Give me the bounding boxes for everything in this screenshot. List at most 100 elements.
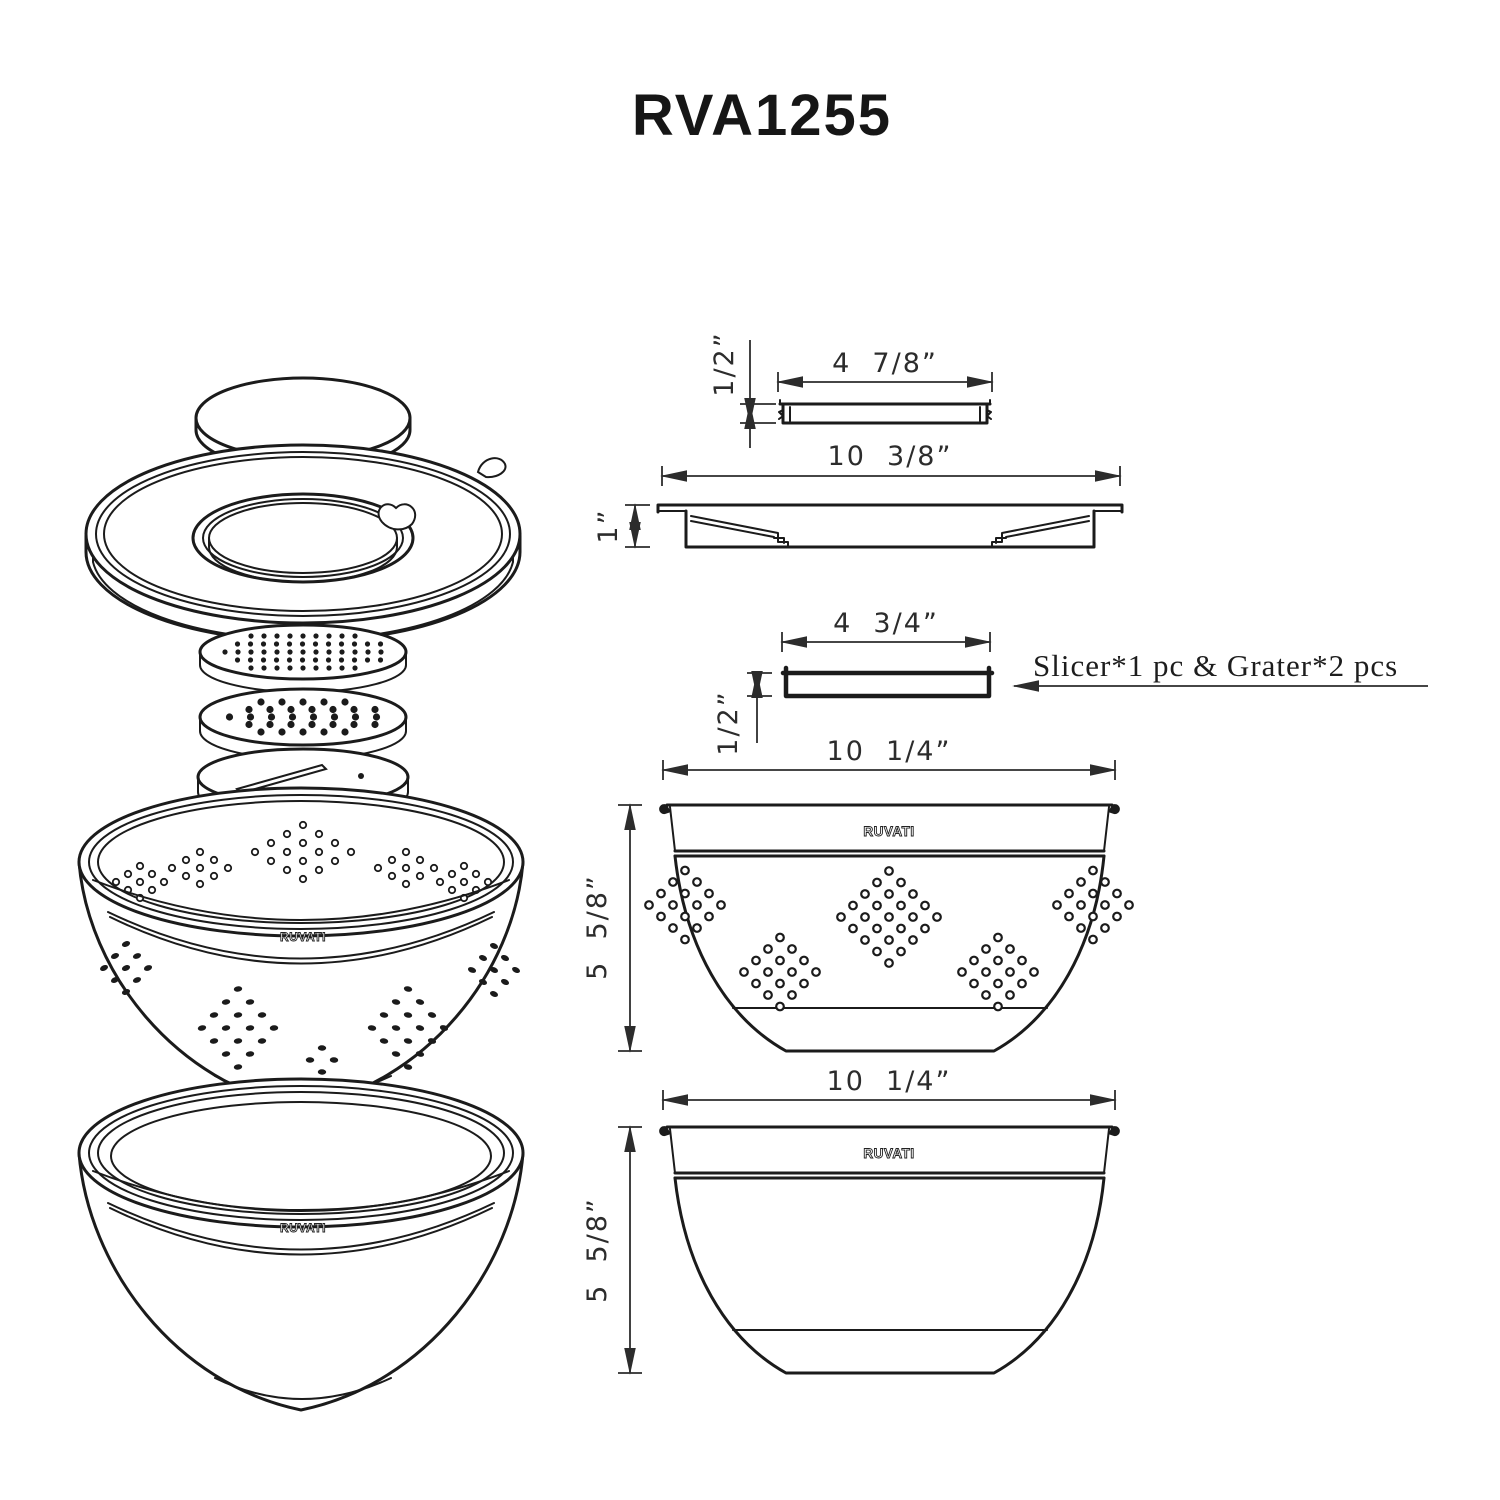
perforation-hole xyxy=(312,657,319,663)
perforation-hole xyxy=(377,641,384,647)
perforation-hole xyxy=(266,705,274,714)
slicer-pin xyxy=(358,773,364,779)
bowl-front-drawing: 10 1/4” 5 5/8” RUVATI xyxy=(582,1066,1120,1375)
perforation-hole xyxy=(896,946,906,957)
perforation-hole xyxy=(245,720,253,729)
rim-lug-right xyxy=(1108,1126,1120,1137)
coarse-grater-holes xyxy=(225,698,381,736)
perforation-hole xyxy=(261,649,267,655)
perforation-hole xyxy=(121,989,131,995)
perforation-hole xyxy=(478,955,488,961)
perforation-hole xyxy=(325,657,332,663)
perforation-hole xyxy=(351,713,360,721)
perforation-hole xyxy=(415,1051,425,1057)
perforation-hole xyxy=(233,986,243,992)
perforation-hole xyxy=(267,713,276,721)
perforation-hole xyxy=(459,877,469,887)
perforation-hole xyxy=(391,1025,401,1031)
perforation-hole xyxy=(235,649,241,655)
perforation-hole xyxy=(775,932,785,943)
perforation-hole xyxy=(273,641,280,647)
dim-bowl-height: 5 5/8” xyxy=(582,1125,642,1375)
perforation-hole xyxy=(132,953,142,959)
perforation-hole xyxy=(415,855,425,865)
perforation-hole xyxy=(274,649,280,655)
perforation-hole xyxy=(121,965,131,971)
perforation-hole xyxy=(799,955,809,966)
perforation-hole xyxy=(1005,944,1015,954)
ruvati-logo: RUVATI xyxy=(863,824,914,839)
perforation-hole xyxy=(346,847,356,857)
mixing-bowl-3d: RUVATI xyxy=(77,1077,525,1412)
perforation-hole xyxy=(692,877,702,887)
perforation-hole xyxy=(908,935,918,945)
colander-exterior-holes xyxy=(100,941,520,1075)
perforation-hole xyxy=(352,649,358,655)
perforation-hole xyxy=(308,705,316,714)
perforation-hole xyxy=(403,1012,413,1018)
perforation-hole xyxy=(365,649,371,655)
perforation-hole xyxy=(100,965,108,971)
perforation-hole xyxy=(680,911,690,922)
perforation-hole xyxy=(339,633,345,639)
perforation-hole xyxy=(299,698,307,706)
perforation-hole xyxy=(1088,911,1098,922)
dim-label-bowl-height: 5 5/8” xyxy=(582,1197,613,1303)
perforation-hole xyxy=(313,665,319,671)
perforation-hole xyxy=(288,713,297,721)
perforation-hole xyxy=(763,990,773,1000)
perforation-hole xyxy=(286,657,293,663)
perforation-hole xyxy=(195,863,205,873)
perforation-hole xyxy=(1124,900,1134,910)
perforation-hole xyxy=(326,633,332,639)
perforation-hole xyxy=(391,1051,401,1057)
perforation-hole xyxy=(656,911,666,922)
perforation-hole xyxy=(884,912,894,922)
dim-colander-height: 5 5/8” xyxy=(582,803,642,1053)
perforation-hole xyxy=(435,877,445,887)
perforation-hole xyxy=(246,713,255,721)
grater-disc-coarse xyxy=(198,687,408,760)
perforation-hole xyxy=(339,649,345,655)
perforation-hole xyxy=(981,990,991,1000)
perforation-hole xyxy=(222,649,228,655)
perforation-hole xyxy=(459,861,469,871)
perforation-hole xyxy=(250,847,260,857)
perforation-hole xyxy=(920,900,930,911)
perforation-hole xyxy=(489,967,499,973)
perforation-hole xyxy=(135,861,145,871)
colander-interior-holes xyxy=(111,820,493,903)
perforation-hole xyxy=(110,977,120,983)
perforation-hole xyxy=(338,641,345,647)
perforation-hole xyxy=(884,866,894,876)
colander-perforations xyxy=(644,865,1134,1012)
perforation-hole xyxy=(234,657,241,663)
perforation-hole xyxy=(143,965,153,971)
perforation-hole xyxy=(317,1045,327,1051)
perforation-hole xyxy=(266,720,274,729)
perforation-hole xyxy=(884,889,894,899)
perforation-hole xyxy=(287,665,293,671)
perforation-hole xyxy=(266,838,276,848)
perforation-hole xyxy=(111,877,121,887)
perforation-hole xyxy=(286,641,293,647)
perforation-hole xyxy=(278,698,286,706)
perforation-hole xyxy=(278,728,286,736)
lid-edge-tab xyxy=(476,457,507,479)
perforation-hole xyxy=(287,649,293,655)
perforation-hole xyxy=(287,633,293,639)
perforation-hole xyxy=(247,657,254,663)
perforation-hole xyxy=(751,955,761,966)
perforation-hole xyxy=(1005,990,1015,1000)
perforation-hole xyxy=(439,1025,449,1031)
perforation-hole xyxy=(329,1057,339,1063)
perforation-hole xyxy=(957,967,967,977)
perforation-hole xyxy=(775,955,785,966)
perforation-hole xyxy=(896,877,906,888)
perforation-hole xyxy=(329,705,337,714)
perforation-hole xyxy=(325,641,332,647)
perforation-hole xyxy=(896,900,906,911)
perforation-hole xyxy=(312,641,319,647)
perforation-hole xyxy=(429,863,439,873)
perforation-hole xyxy=(1100,877,1110,887)
